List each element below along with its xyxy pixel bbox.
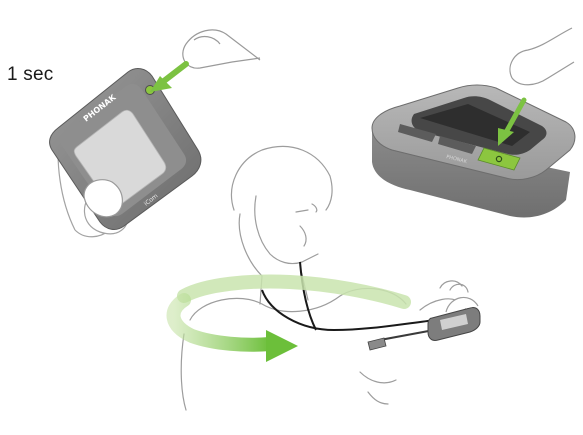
neckloop-plug <box>368 338 386 350</box>
charger-base: PHONAK <box>372 85 575 217</box>
device: PHONAK iCom <box>50 69 201 230</box>
fingertip-icon <box>183 30 260 68</box>
neckloop-cord <box>262 290 436 330</box>
fingertip-icon <box>510 28 574 85</box>
rotate-arrow-icon <box>174 282 404 362</box>
